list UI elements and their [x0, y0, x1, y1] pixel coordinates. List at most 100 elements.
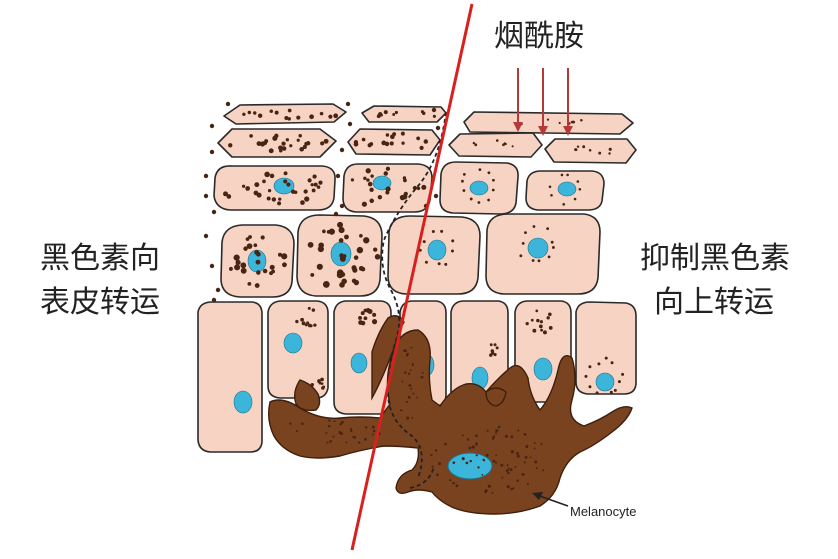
melanin-granule — [377, 194, 383, 200]
melanin-granule — [347, 121, 353, 127]
melanin-granule — [523, 432, 527, 436]
melanin-granule — [341, 420, 344, 424]
melanin-granule — [588, 365, 592, 369]
melanin-granule — [410, 387, 413, 390]
melanin-granule — [301, 321, 306, 326]
melanin-granule — [444, 442, 447, 446]
corneum-cell-right-2a — [448, 132, 543, 158]
melanin-granule — [361, 201, 367, 207]
melanin-granule — [318, 180, 323, 185]
melanin-granule — [452, 481, 455, 485]
melanin-granule — [340, 432, 343, 436]
melanin-granule — [450, 249, 454, 253]
melanin-granule — [461, 179, 464, 183]
melanin-granule — [533, 442, 536, 445]
melanin-granule — [408, 372, 411, 376]
melanin-granule — [281, 141, 286, 146]
melanin-granule — [296, 115, 301, 120]
melanin-granule — [317, 380, 321, 384]
melanin-granule — [542, 330, 547, 335]
melanin-granule — [203, 173, 209, 179]
melanin-granule — [365, 168, 371, 174]
melanin-granule — [310, 383, 315, 387]
melanin-granule — [303, 189, 308, 194]
melanin-granule — [313, 182, 318, 187]
melanin-granule — [510, 487, 513, 491]
melanin-granule — [582, 145, 586, 149]
melanin-granule — [359, 233, 363, 238]
melanin-granule — [566, 173, 569, 177]
melanin-granule — [262, 268, 268, 274]
melanin-granule — [312, 174, 317, 179]
melanin-granule — [533, 447, 536, 450]
melanin-granule — [358, 441, 361, 444]
melanin-granule — [333, 211, 339, 217]
melanin-granule — [245, 237, 250, 241]
melanin-granule — [367, 181, 373, 187]
melanin-granule — [483, 459, 486, 462]
melanin-granule — [255, 251, 261, 257]
melanin-granule — [422, 240, 426, 244]
stratum-corneum-layer — [217, 103, 637, 164]
melanin-granule — [266, 196, 271, 201]
melanin-granule — [491, 188, 495, 192]
melanin-granule — [394, 110, 398, 115]
melanin-granule — [512, 487, 515, 490]
melanin-granule — [353, 255, 359, 260]
melanin-granule — [352, 267, 358, 273]
melanin-granule — [580, 119, 583, 122]
melanin-granule — [295, 319, 299, 324]
melanin-granule — [381, 140, 387, 146]
melanin-granule — [253, 243, 258, 248]
nucleus — [273, 177, 295, 195]
melanin-granule — [243, 246, 248, 251]
melanin-granule — [437, 262, 441, 266]
melanin-granule — [289, 144, 293, 148]
melanin-granule — [364, 438, 367, 441]
melanin-granule — [548, 312, 552, 317]
melanin-granule — [311, 188, 316, 193]
melanin-granule — [307, 241, 314, 248]
niacinamide-arrows — [513, 68, 573, 136]
melanocyte-body — [267, 315, 633, 515]
melanin-granule — [621, 372, 625, 376]
melanin-granule — [226, 194, 232, 199]
melanin-granule — [401, 141, 405, 145]
melanin-granule — [560, 173, 564, 177]
melanin-granule — [356, 246, 364, 254]
melanin-granule — [351, 278, 357, 284]
melanin-granule — [507, 467, 510, 470]
melanin-granule — [489, 343, 493, 347]
melanin-granule — [322, 229, 326, 234]
melanin-granule — [379, 113, 383, 117]
melanin-granule — [501, 476, 504, 479]
melanin-granule — [298, 134, 302, 138]
melanin-granule — [434, 449, 438, 452]
melanin-granule — [311, 308, 316, 312]
melanin-granule — [281, 253, 288, 260]
melanin-granule — [535, 309, 539, 313]
melanin-granule — [588, 148, 592, 152]
melanin-granule — [339, 422, 343, 426]
melanin-granule — [416, 396, 418, 399]
melanin-granule — [562, 203, 566, 206]
melanin-granule — [209, 149, 215, 155]
melanin-granule — [546, 316, 550, 320]
melanin-granule — [525, 444, 529, 448]
melanin-granule — [550, 240, 554, 244]
melanin-granule — [481, 473, 484, 476]
melanin-granule — [532, 328, 537, 333]
melanin-granule — [339, 147, 345, 153]
transport-dashed-path — [409, 465, 435, 489]
melanin-granule — [461, 457, 465, 461]
melanin-granule — [471, 445, 475, 449]
melanin-granule — [326, 229, 331, 234]
melanin-granule — [320, 377, 324, 382]
melanin-granule — [493, 353, 497, 357]
melanin-granule — [383, 110, 388, 115]
melanin-granule — [540, 442, 543, 445]
melanin-granule — [296, 138, 300, 142]
melanin-granule — [256, 270, 261, 275]
melanin-granule — [358, 320, 363, 325]
melanin-granule — [604, 356, 608, 360]
